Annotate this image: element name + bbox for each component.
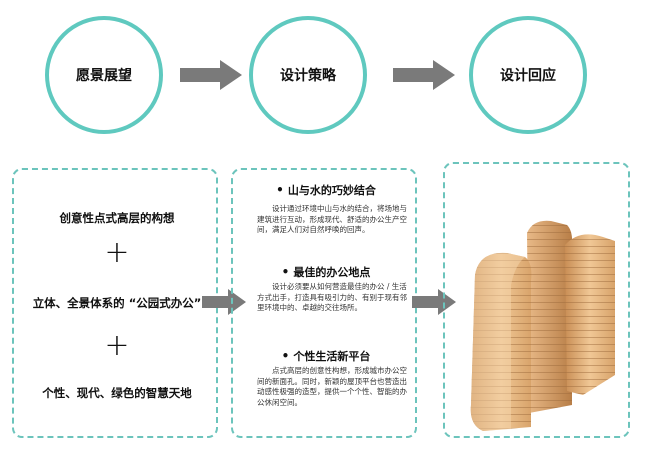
arrow-right-icon [393,60,455,90]
step-circle-response: 设计回应 [469,16,587,134]
arrow-right-icon [202,289,246,315]
plus-icon: + [104,328,130,363]
bullet-icon: • [281,349,290,363]
step-circle-vision: 愿景展望 [45,16,163,134]
bullet-icon: • [276,183,284,197]
strategy-panel: •山与水的巧妙结合 设计通过环境中山与水的结合，将场地与建筑进行互动，形成现代、… [231,168,417,438]
response-panel [443,162,630,438]
strategy-body-1: 设计通过环境中山与水的结合，将场地与建筑进行互动，形成现代、舒适的办公生产空间，… [257,204,407,234]
step-label-vision: 愿景展望 [76,68,132,84]
vision-panel: 创意性点式高层的构想 + 立体、全景体系的 “公园式办公” + 个性、现代、绿色… [12,168,218,438]
vision-item-1: 创意性点式高层的构想 [59,211,175,225]
strategy-body-2: 设计必须要从如何营造最佳的办公 / 生活方式出手，打造具有吸引力的、有别于现有邻… [257,282,407,312]
step-label-response: 设计回应 [500,68,556,84]
strategy-title-2: •最佳的办公地点 [281,265,371,279]
arrow-right-icon [180,60,242,90]
vision-item-3: 个性、现代、绿色的智慧天地 [42,386,192,400]
strategy-title-3: •个性生活新平台 [281,349,371,363]
step-circle-strategy: 设计策略 [249,16,367,134]
bullet-icon: • [281,265,290,279]
arrow-right-icon [412,289,456,315]
vision-item-2: 立体、全景体系的 “公园式办公” [32,296,202,310]
plus-icon: + [104,235,130,270]
strategy-body-3: 点式高层的创意性构想，形成城市办公空间的新面孔。同时，新颖的屋顶平台也营造出动感… [257,366,407,407]
building-illustration [470,220,615,431]
strategy-title-1: •山与水的巧妙结合 [276,183,376,197]
step-label-strategy: 设计策略 [280,68,336,84]
